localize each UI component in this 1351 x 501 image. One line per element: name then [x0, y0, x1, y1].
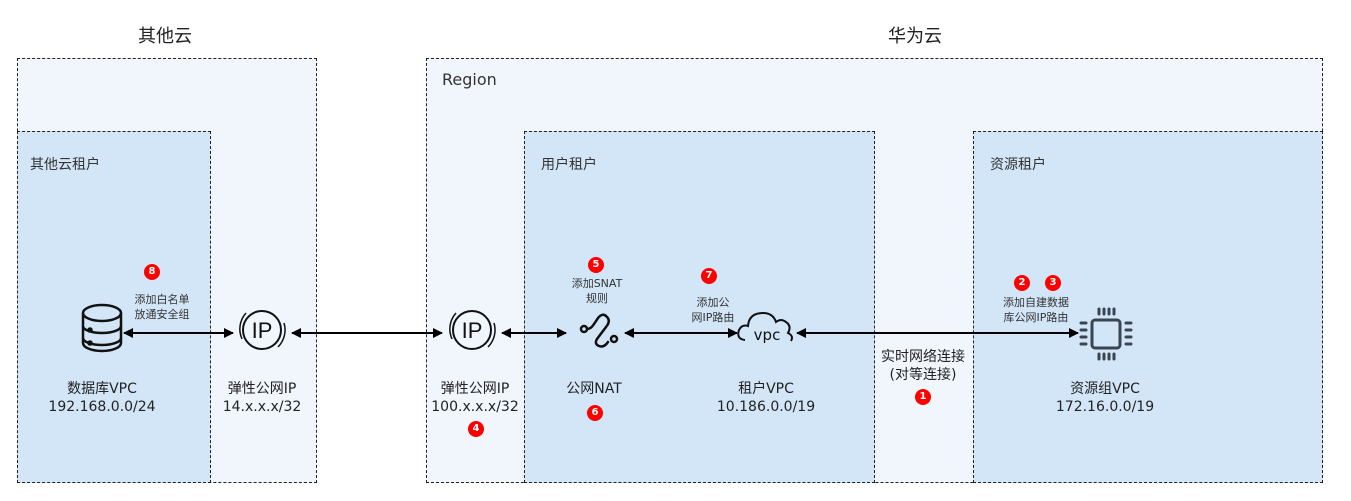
- resource-vpc-label: 资源组VPC 172.16.0.0/19: [1056, 380, 1154, 416]
- eip-hw-name: 弹性公网IP: [440, 381, 510, 397]
- note-route-public: 添加公 网IP路由: [692, 295, 735, 325]
- resource-tenant-label: 资源租户: [990, 157, 1046, 173]
- db-vpc-cidr: 192.168.0.0/24: [48, 399, 156, 415]
- nat-label: 公网NAT: [566, 380, 622, 398]
- chip-icon: [1079, 307, 1133, 361]
- note-peering: 实时网络连接 (对等连接): [881, 348, 965, 384]
- svg-text:IP: IP: [462, 318, 483, 343]
- step-badge-1: 1: [915, 389, 931, 405]
- elastic-ip-icon: IP: [449, 310, 496, 350]
- note-line: 网IP路由: [691, 311, 735, 324]
- note-line: 实时网络连接: [881, 349, 965, 365]
- note-line: 库公网IP路由: [1003, 311, 1069, 324]
- elastic-ip-icon: IP: [239, 310, 286, 350]
- note-line: 添加自建数据: [1003, 296, 1069, 309]
- step-badge-3: 3: [1045, 275, 1061, 291]
- db-vpc-label: 数据库VPC 192.168.0.0/24: [48, 380, 155, 416]
- eip-hw-cidr: 100.x.x.x/32: [431, 399, 519, 415]
- other-cloud-tenant-label: 其他云租户: [30, 157, 100, 173]
- step-badge-8: 8: [144, 264, 160, 280]
- tenant-vpc-label: 租户VPC 10.186.0.0/19: [717, 380, 815, 416]
- note-line: 放通安全组: [134, 308, 190, 321]
- tenant-vpc-name: 租户VPC: [738, 381, 794, 397]
- step-badge-6: 6: [587, 405, 603, 421]
- eip-other-cidr: 14.x.x.x/32: [222, 399, 302, 415]
- note-whitelist: 添加白名单 放通安全组: [135, 292, 190, 322]
- note-line: 添加SNAT: [571, 277, 623, 290]
- user-tenant-label: 用户租户: [541, 157, 597, 173]
- database-icon: [81, 303, 123, 353]
- resource-tenant-container: [973, 131, 1323, 483]
- resource-vpc-cidr: 172.16.0.0/19: [1055, 399, 1155, 415]
- tenant-vpc-cidr: 10.186.0.0/19: [716, 399, 816, 415]
- db-vpc-name: 数据库VPC: [67, 381, 137, 397]
- nat-name: 公网NAT: [566, 381, 622, 397]
- region-label: Region: [442, 70, 497, 89]
- note-line: 添加公: [696, 296, 730, 309]
- note-line: (对等连接): [889, 367, 957, 383]
- user-tenant-container: [524, 131, 875, 483]
- step-badge-4: 4: [468, 421, 484, 437]
- svg-text:IP: IP: [252, 318, 273, 343]
- svg-text:vpc: vpc: [754, 326, 781, 344]
- step-badge-2: 2: [1014, 275, 1030, 291]
- eip-other-label: 弹性公网IP 14.x.x.x/32: [223, 380, 302, 416]
- other-cloud-title: 其他云: [138, 26, 192, 47]
- eip-hw-label: 弹性公网IP 100.x.x.x/32: [431, 380, 518, 416]
- eip-other-name: 弹性公网IP: [227, 381, 297, 397]
- huawei-cloud-title: 华为云: [888, 26, 942, 47]
- vpc-cloud-icon: vpc: [737, 311, 793, 344]
- step-badge-5: 5: [588, 257, 604, 273]
- note-route-db: 添加自建数据 库公网IP路由: [1003, 295, 1069, 325]
- step-badge-7: 7: [701, 268, 717, 284]
- note-line: 添加白名单: [134, 293, 190, 306]
- resource-vpc-name: 资源组VPC: [1070, 381, 1140, 397]
- note-snat: 添加SNAT 规则: [572, 276, 623, 306]
- note-line: 规则: [585, 292, 608, 305]
- nat-gateway-icon: [579, 313, 619, 348]
